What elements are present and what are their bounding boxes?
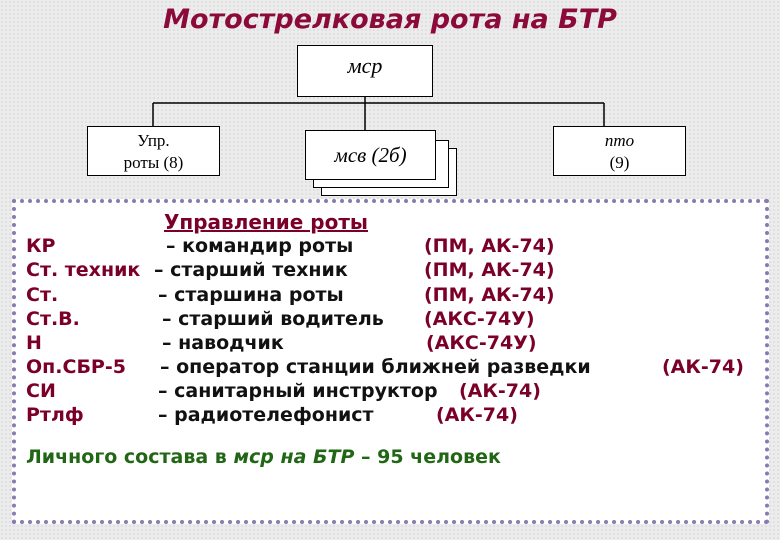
- position-weapon: (ПМ, АК-74): [424, 259, 555, 281]
- summary-prefix: Личного состава в: [26, 446, 234, 468]
- position-role: – старший водитель: [162, 308, 384, 330]
- org-box-company-hq: Упр. роты (8): [87, 126, 220, 176]
- position-weapon: (АК-74): [662, 356, 744, 378]
- position-abbr: Ртлф: [26, 404, 84, 426]
- position-role: – радиотелефонист: [158, 404, 374, 426]
- position-weapon: (АК-74): [436, 404, 518, 426]
- org-box-label: (9): [609, 153, 630, 172]
- position-role: – оператор станции ближней разведки: [160, 356, 591, 378]
- position-role: – санитарный инструктор: [158, 380, 438, 402]
- position-abbr: Ст. техник: [26, 259, 141, 281]
- slide-title: Мотострелковая рота на БТР: [163, 4, 617, 35]
- org-box-platoons: мсв (2б): [305, 130, 436, 180]
- position-weapon: (ПМ, АК-74): [424, 235, 555, 257]
- position-abbr: КР: [26, 235, 56, 257]
- position-abbr: Ст.: [26, 284, 59, 306]
- panel-heading: Управление роты: [164, 210, 369, 234]
- position-abbr: Ст.В.: [26, 308, 80, 330]
- summary-unit: мср на БТР: [233, 446, 355, 468]
- org-root-box: мср: [297, 45, 433, 97]
- position-role: – наводчик: [162, 332, 284, 354]
- org-box-label: роты (8): [123, 153, 184, 172]
- org-box-label: пто: [604, 131, 635, 150]
- personnel-summary: Личного состава в мср на БТР – 95 челове…: [26, 446, 501, 468]
- command-panel: [12, 199, 769, 524]
- position-abbr: СИ: [26, 380, 56, 402]
- position-weapon: (АК-74): [459, 380, 541, 402]
- position-abbr: Н: [26, 332, 42, 354]
- summary-suffix: – 95 человек: [354, 446, 501, 468]
- position-weapon: (АКС-74У): [424, 308, 535, 330]
- position-abbr: Оп.СБР-5: [26, 356, 126, 378]
- org-box-label: Упр.: [137, 131, 170, 150]
- position-weapon: (АКС-74У): [426, 332, 537, 354]
- position-weapon: (ПМ, АК-74): [424, 284, 555, 306]
- position-role: – старшина роты: [158, 284, 344, 306]
- position-role: – старший техник: [154, 259, 348, 281]
- position-role: – командир роты: [166, 235, 354, 257]
- org-box-antitank: пто (9): [553, 126, 686, 176]
